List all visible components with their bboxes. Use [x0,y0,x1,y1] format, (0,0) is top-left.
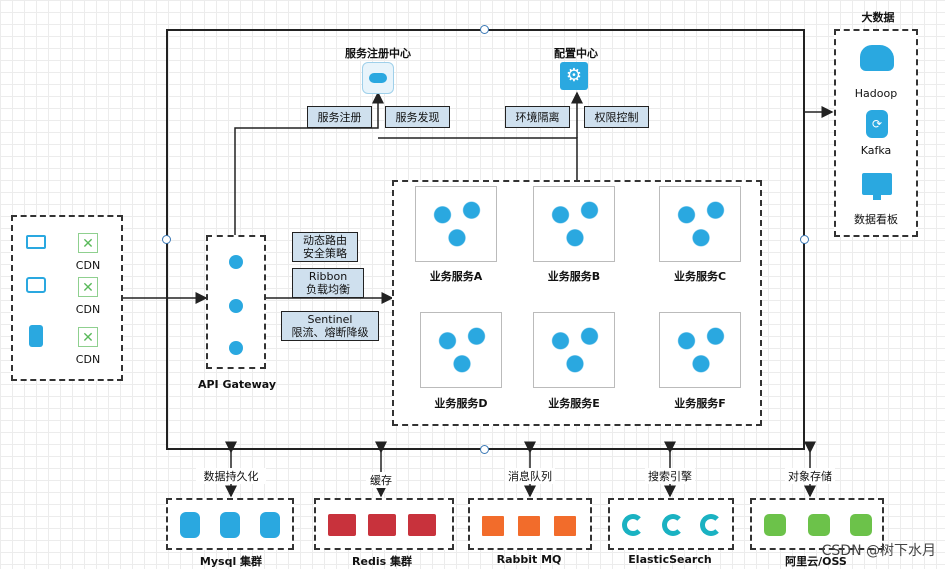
rabbitmq-icon [518,516,540,536]
boundary-handle-right[interactable] [800,235,809,244]
cdn-label-1: CDN [75,259,101,272]
config-title: 配置中心 [554,47,598,60]
mysql-panel [166,498,294,550]
tag-dynamic-route-line1: 动态路由 [303,234,347,247]
gateway-node-icon [229,341,243,355]
clients-panel: ✕ CDN ✕ CDN ✕ CDN [11,215,123,381]
elasticsearch-icon [622,514,644,536]
service-b-label: 业务服务B [547,270,601,283]
monitor-icon [862,173,892,195]
boundary-handle-bottom[interactable] [480,445,489,454]
backend-elasticsearch-label: ElasticSearch [628,553,712,566]
tag-dynamic-route: 动态路由 安全策略 [292,232,358,262]
bigdata-item-dashboard: 数据看板 [854,213,898,226]
link-label-cache: 缓存 [366,472,396,488]
service-c-card[interactable] [659,186,741,262]
cdn-label-3: CDN [75,353,101,366]
service-c-label: 业务服务C [673,270,727,283]
oss-cloud-icon [764,514,786,536]
rabbitmq-icon [554,516,576,536]
service-b-card[interactable] [533,186,615,262]
cloud-cluster-icon [546,327,604,373]
link-label-search: 搜索引擎 [645,468,695,484]
service-d-card[interactable] [420,312,502,388]
gateway-label: API Gateway [197,378,277,391]
gateway-node-icon [229,255,243,269]
elasticsearch-icon [700,514,722,536]
watermark: CSDN @树下水月 [821,543,936,559]
backend-oss-label: 阿里云/OSS [785,555,847,568]
tag-ribbon-line2: 负载均衡 [306,283,350,296]
bigdata-title: 大数据 [861,11,895,24]
bigdata-item-kafka: Kafka [860,144,892,157]
service-e-card[interactable] [533,312,615,388]
link-label-persistence: 数据持久化 [196,468,266,484]
rabbitmq-panel [468,498,592,550]
service-d-label: 业务服务D [434,397,488,410]
cloud-registry-icon [362,62,394,94]
link-label-mq: 消息队列 [505,468,555,484]
desktop-icon [26,235,46,249]
tag-ribbon: Ribbon 负载均衡 [292,268,364,298]
rabbitmq-icon [482,516,504,536]
backend-redis-label: Redis 集群 [352,555,412,568]
cloud-cluster-icon [428,201,486,247]
cloud-cluster-icon [546,201,604,247]
elasticsearch-panel [608,498,734,550]
registry-title: 服务注册中心 [345,47,411,60]
gateway-panel [206,235,266,369]
elasticsearch-icon [662,514,684,536]
service-a-label: 业务服务A [429,270,483,283]
cdn-label-2: CDN [75,303,101,316]
cloud-cluster-icon [672,201,730,247]
monitor-stand [873,195,881,200]
cdn-icon: ✕ [78,233,98,253]
tag-service-discovery: 服务发现 [385,106,450,128]
tablet-icon [26,277,46,293]
tag-sentinel-line1: Sentinel [307,313,353,326]
redis-stack-icon [368,514,396,536]
tag-sentinel-line2: 限流、熔断降级 [291,326,369,339]
redis-panel [314,498,454,550]
oss-panel [750,498,884,550]
hadoop-elephant-icon [860,45,894,71]
service-f-card[interactable] [659,312,741,388]
boundary-handle-top[interactable] [480,25,489,34]
redis-stack-icon [408,514,436,536]
tag-dynamic-route-line2: 安全策略 [303,247,347,260]
service-e-label: 业务服务E [548,397,600,410]
tag-service-register: 服务注册 [307,106,372,128]
service-f-label: 业务服务F [674,397,726,410]
cloud-cluster-icon [672,327,730,373]
tag-env-isolation: 环境隔离 [505,106,570,128]
redis-stack-icon [328,514,356,536]
tag-permission-control: 权限控制 [584,106,649,128]
backend-mysql-label: Mysql 集群 [199,555,263,568]
mysql-db-icon [260,512,280,538]
oss-cloud-icon [850,514,872,536]
mysql-db-icon [220,512,240,538]
boundary-handle-left[interactable] [162,235,171,244]
backend-rabbitmq-label: Rabbit MQ [496,553,562,566]
service-a-card[interactable] [415,186,497,262]
kafka-cylinder-icon: ⟳ [866,110,888,138]
oss-cloud-icon [808,514,830,536]
mobile-icon [29,325,43,347]
cdn-icon: ✕ [78,277,98,297]
cdn-icon: ✕ [78,327,98,347]
bigdata-panel: Hadoop ⟳ Kafka 数据看板 [834,29,918,237]
link-label-object-storage: 对象存储 [785,468,835,484]
cloud-cluster-icon [433,327,491,373]
tag-ribbon-line1: Ribbon [308,270,348,283]
gear-icon: ⚙ [560,62,588,90]
tag-sentinel: Sentinel 限流、熔断降级 [281,311,379,341]
gateway-node-icon [229,299,243,313]
bigdata-item-hadoop: Hadoop [854,87,898,100]
mysql-db-icon [180,512,200,538]
